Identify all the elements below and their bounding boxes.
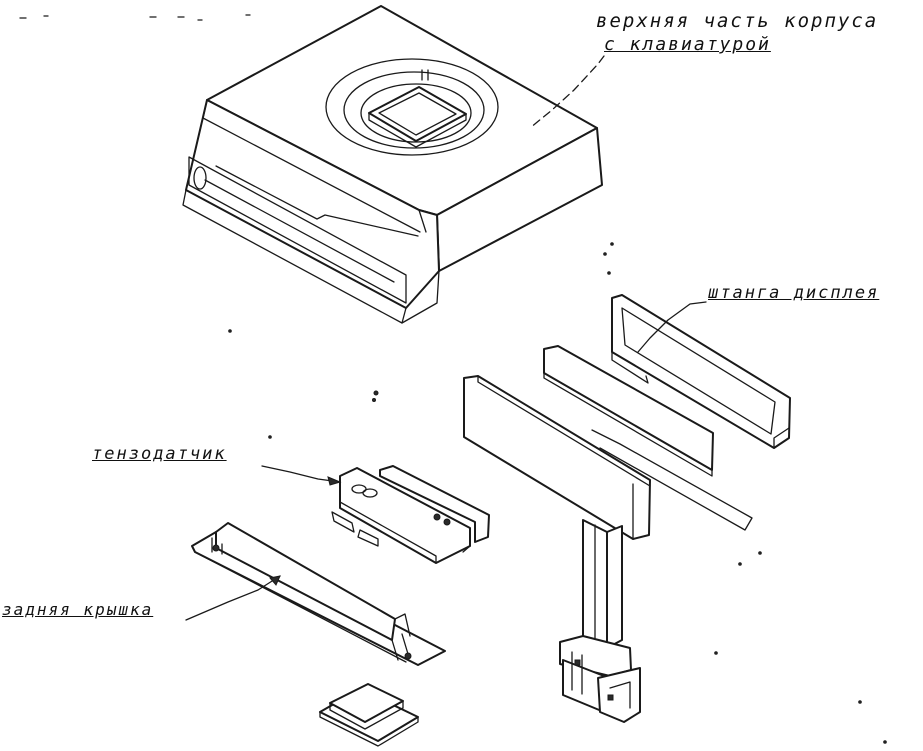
- foot-pad: [319, 683, 419, 747]
- label-top-case-line1: верхняя часть корпуса: [596, 10, 879, 32]
- load-cell: [331, 465, 490, 564]
- label-load-cell: тензодатчик: [92, 444, 227, 464]
- top-case-with-keyboard: [182, 5, 603, 324]
- display-pole-assembly: [463, 294, 791, 723]
- label-display-pole: штанга дисплея: [708, 283, 880, 303]
- leader-lines: [185, 55, 707, 621]
- label-top-case-line2: с клавиатурой: [604, 34, 771, 55]
- label-back-cover: задняя крышка: [2, 600, 154, 619]
- back-cover: [191, 522, 446, 666]
- scan-specks: [19, 14, 887, 744]
